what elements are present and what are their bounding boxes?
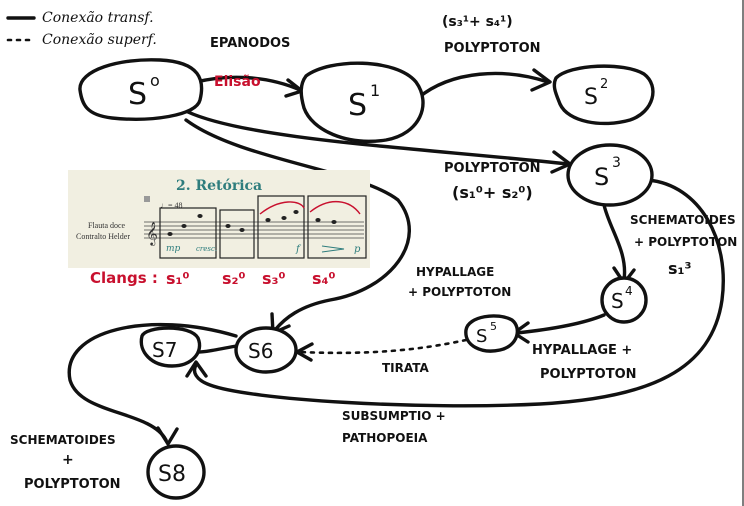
- node-s3-shape: [566, 143, 654, 207]
- label-s7-s8-line1: SCHEMATOIDES: [10, 433, 116, 447]
- node-s6-shape: [234, 326, 298, 374]
- legend: Conexão transf. Conexão superf. EPANODOS: [6, 10, 290, 51]
- node-s7[interactable]: S7: [139, 326, 202, 368]
- clang-2: s₂⁰: [222, 269, 246, 288]
- score-instrument-2: Contralto Helder: [76, 232, 130, 241]
- score-title: 2. Retórica: [176, 178, 262, 194]
- label-s1-s2-formula: (s₃¹+ s₄¹): [442, 14, 513, 30]
- node-s2[interactable]: S 2: [552, 64, 655, 126]
- node-s7-label: S7: [152, 338, 177, 362]
- red-slur-1: [259, 201, 305, 215]
- nodes: S o S 1 S 2 S 3 S 4 S 5 S6: [78, 58, 655, 500]
- node-s0[interactable]: S o: [78, 58, 204, 121]
- node-s1-base: S: [348, 88, 367, 123]
- node-s2-shape: [552, 64, 655, 126]
- node-s5-sup: 5: [490, 320, 497, 333]
- node-s1[interactable]: S 1: [299, 61, 425, 143]
- clangs-label: Clangs :: [90, 269, 158, 287]
- clang-4: s₄⁰: [312, 269, 336, 288]
- clang-3: s₃⁰: [262, 269, 286, 288]
- label-elisao: Elisão: [214, 74, 261, 90]
- note-heads: [167, 210, 337, 236]
- edge-s0-s1: [194, 75, 302, 92]
- score-excerpt: 2. Retórica ♩= 48 Flauta doce Contralto …: [68, 170, 370, 268]
- node-s0-base: S: [128, 77, 147, 112]
- node-s1-sup: 1: [370, 81, 380, 100]
- edge-s3-s7: [192, 178, 725, 408]
- score-icon: [144, 196, 150, 202]
- node-s3-base: S: [594, 163, 609, 191]
- edge-labels: Elisão (s₃¹+ s₄¹) POLYPTOTON POLYPTOTON …: [10, 14, 737, 492]
- label-s7-s8-line3: POLYPTOTON: [24, 477, 121, 492]
- edge-s0-s6: [184, 118, 411, 332]
- label-s1-s2: POLYPTOTON: [444, 41, 541, 56]
- node-s2-base: S: [584, 85, 598, 110]
- dyn-f: f: [295, 244, 302, 255]
- clangs: Clangs : s₁⁰ s₂⁰ s₃⁰ s₄⁰: [90, 269, 336, 288]
- node-s6-label: S6: [248, 339, 273, 363]
- epanodos-label: EPANODOS: [210, 36, 290, 51]
- label-tirata: TIRATA: [382, 361, 430, 375]
- edge-s7-s8: [67, 322, 238, 442]
- node-s0-shape: [78, 58, 204, 121]
- label-s0-s6-line2: + POLYPTOTON: [408, 285, 511, 299]
- edge-s5-s6: [298, 338, 468, 355]
- node-s4[interactable]: S 4: [600, 276, 648, 324]
- edge-s0-s3: [186, 110, 570, 166]
- node-s7-shape: [139, 326, 202, 368]
- label-s3-s4-line2: + POLYPTOTON: [634, 235, 737, 249]
- decrescendo-hairpin: [321, 245, 345, 253]
- node-s3-sup: 3: [612, 155, 621, 171]
- dyn-mp: mp: [166, 244, 181, 254]
- edge-s3-s4: [602, 203, 627, 282]
- dyn-p: p: [354, 244, 361, 255]
- score-tempo: ♩= 48: [160, 201, 183, 210]
- label-s3-s7-line1: SUBSUMPTIO +: [342, 409, 446, 423]
- label-s4-s5-line2: POLYPTOTON: [540, 367, 637, 382]
- label-s0-s3: POLYPTOTON: [444, 161, 541, 176]
- label-s0-s6-line1: HYPALLAGE: [416, 265, 494, 279]
- node-s5-shape: [464, 314, 520, 353]
- node-s6[interactable]: S6: [234, 326, 298, 374]
- label-s3-s7-line2: PATHOPOEIA: [342, 431, 428, 445]
- node-s3[interactable]: S 3: [566, 143, 654, 207]
- dyn-cresc: cresc.: [196, 245, 217, 253]
- node-s4-shape: [600, 276, 648, 324]
- node-s5[interactable]: S 5: [464, 314, 520, 353]
- edge-s4-s5: [514, 313, 606, 335]
- arrowhead-s8: [156, 426, 179, 446]
- legend-solid-label: Conexão transf.: [42, 10, 154, 26]
- edge-s6-s7: [196, 344, 238, 354]
- node-s2-sup: 2: [600, 77, 608, 92]
- node-s8-shape: [146, 444, 206, 500]
- red-slur-2: [309, 201, 361, 215]
- edge-s1-s2: [416, 71, 550, 100]
- node-s4-sup: 4: [625, 284, 633, 298]
- score-instrument-1: Flauta doce: [88, 221, 126, 230]
- phrase-boxes: [159, 195, 367, 259]
- clang-1: s₁⁰: [166, 269, 190, 288]
- node-s5-base: S: [476, 326, 487, 347]
- legend-dashed-label: Conexão superf.: [42, 32, 157, 48]
- arrowhead-s7: [185, 360, 208, 378]
- node-s4-base: S: [611, 289, 624, 313]
- node-s0-sup: o: [150, 71, 160, 90]
- label-s7-s8-line2: +: [62, 452, 74, 468]
- node-s8[interactable]: S8: [146, 444, 206, 500]
- node-s1-shape: [299, 61, 425, 143]
- label-s4-s5-line1: HYPALLAGE +: [532, 343, 632, 358]
- arrowhead-s2: [530, 68, 552, 92]
- label-s3-s4-line1: SCHEMATOIDES: [630, 213, 736, 227]
- label-s0-s3-formula: (s₁⁰+ s₂⁰): [452, 183, 533, 202]
- treble-clef-icon: 𝄞: [146, 223, 158, 246]
- node-s8-label: S8: [158, 462, 186, 487]
- label-s3-s4-formula: s₁³: [668, 259, 692, 278]
